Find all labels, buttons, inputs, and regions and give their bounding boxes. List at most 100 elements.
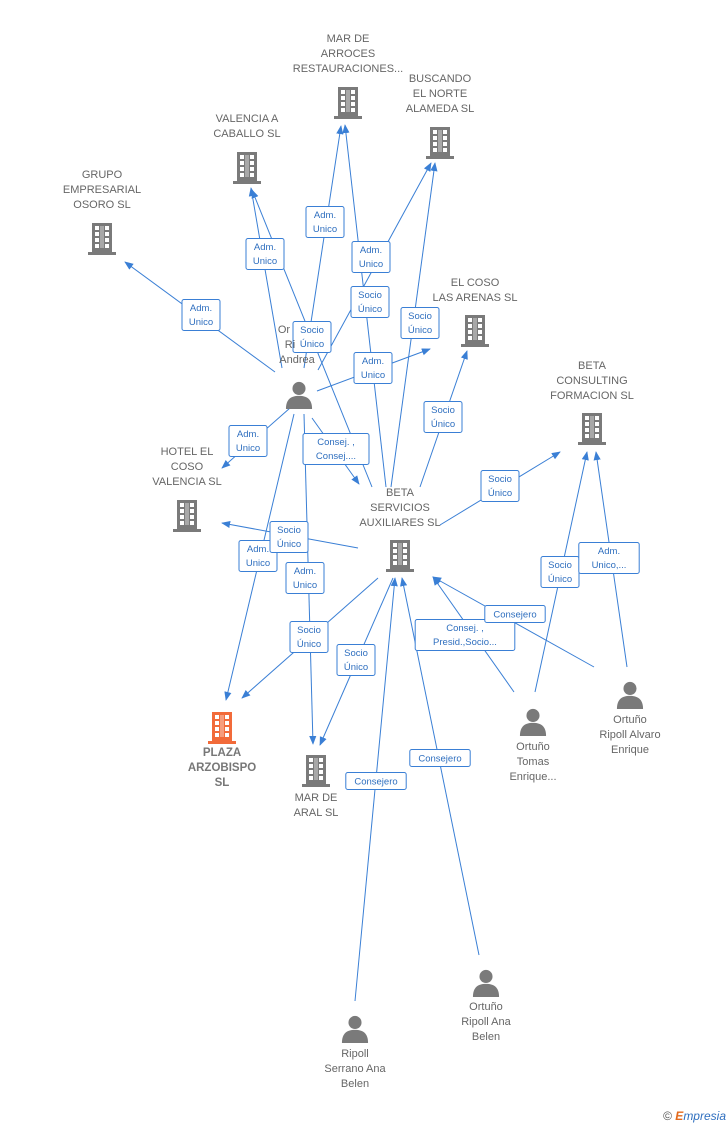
- node-label: ARAL SL: [294, 807, 339, 819]
- node-label: HOTEL EL: [161, 446, 214, 458]
- relation-label-text: Socio: [300, 325, 324, 336]
- relation-label-text: Consej....: [316, 451, 356, 462]
- relation-label-text: Unico: [236, 443, 260, 454]
- relation-label[interactable]: Consejero: [409, 749, 471, 767]
- relation-label-text: Único: [431, 419, 455, 430]
- node-label: Ripoll: [341, 1048, 369, 1060]
- relation-label-text: Adm.: [314, 210, 336, 221]
- node-label: BUSCANDO: [409, 73, 472, 85]
- relation-label-box: [302, 433, 370, 465]
- relation-label-text: Consej. ,: [446, 623, 484, 634]
- node-label: LAS ARENAS SL: [433, 292, 518, 304]
- relation-label-text: Único: [488, 488, 512, 499]
- company-icon: [578, 413, 606, 445]
- relation-label-box: [228, 425, 268, 457]
- relation-label-box: [423, 401, 463, 433]
- relation-label-text: Adm.: [237, 429, 259, 440]
- relation-label[interactable]: Adm. Unico: [305, 206, 345, 238]
- node-label: Ortuño: [516, 741, 550, 753]
- company-icon: [334, 87, 362, 119]
- relation-label-box: [578, 542, 640, 574]
- company-icon: [461, 315, 489, 347]
- relation-label-text: Único: [358, 304, 382, 315]
- relation-label-text: Consej. ,: [317, 437, 355, 448]
- relation-label[interactable]: Adm. Unico: [351, 241, 391, 273]
- node-label: RESTAURACIONES...: [293, 63, 403, 75]
- footer-brand[interactable]: © Empresia: [663, 1109, 726, 1123]
- relation-label-box: [181, 299, 221, 331]
- relation-label-box: [414, 619, 516, 651]
- relation-label-box: [409, 749, 471, 767]
- relation-label-box: [351, 241, 391, 273]
- relation-label[interactable]: Adm.Unico: [181, 299, 221, 331]
- relation-label-text: Unico: [189, 317, 213, 328]
- relation-label-text: Adm.: [294, 566, 316, 577]
- relation-label-text: Adm.: [598, 546, 620, 557]
- node-label: COSO: [171, 461, 204, 473]
- relation-label-text: Presid.,Socio...: [433, 637, 497, 648]
- relation-label-box: [345, 772, 407, 790]
- relation-label-text: Adm.: [362, 356, 384, 367]
- node-label: Belen: [341, 1078, 369, 1090]
- node-label: GRUPO: [82, 169, 123, 181]
- relation-label-text: Socio: [548, 560, 572, 571]
- node-label: SL: [215, 777, 230, 789]
- node-label: ARROCES: [321, 48, 375, 60]
- node-label: CONSULTING: [556, 375, 627, 387]
- relation-label[interactable]: Adm.Unico: [245, 238, 285, 270]
- node-label: Ortuño: [613, 714, 647, 726]
- relation-label[interactable]: Adm. Unico: [228, 425, 268, 457]
- relation-label[interactable]: Consej. , Presid.,Socio...: [414, 619, 516, 651]
- node-label: CABALLO SL: [213, 128, 280, 140]
- node-label: EMPRESARIAL: [63, 184, 141, 196]
- company-icon: [302, 755, 330, 787]
- relation-label-text: Unico: [313, 224, 337, 235]
- node-label: EL NORTE: [413, 88, 467, 100]
- node-label: Or: [278, 324, 291, 336]
- relation-label-text: Único: [344, 662, 368, 673]
- relation-label[interactable]: Adm. Unico,...: [578, 542, 640, 574]
- node-tomas[interactable]: OrtuñoTomasEnrique...: [509, 708, 557, 783]
- relation-label-text: Unico,...: [592, 560, 627, 571]
- node-label: Ripoll Ana: [461, 1016, 511, 1028]
- relation-label-text: Consejero: [493, 610, 536, 621]
- person-icon: [285, 381, 313, 409]
- relation-label-box: [292, 321, 332, 353]
- relation-label-box: [238, 540, 278, 572]
- company-icon: [426, 127, 454, 159]
- relation-label[interactable]: Adm.Unico: [238, 540, 278, 572]
- relation-label[interactable]: Adm.Unico: [353, 352, 393, 384]
- node-label: Serrano Ana: [324, 1063, 386, 1075]
- relation-label[interactable]: Consejero: [345, 772, 407, 790]
- node-mar-arroces[interactable]: MAR DEARROCESRESTAURACIONES...: [293, 33, 403, 119]
- relation-label-box: [484, 605, 546, 623]
- relation-label-box: [400, 307, 440, 339]
- relation-label[interactable]: Consej. , Consej....: [302, 433, 370, 465]
- relation-label[interactable]: Consejero: [484, 605, 546, 623]
- relation-label-text: Adm.: [360, 245, 382, 256]
- relation-label[interactable]: Adm.Unico: [285, 562, 325, 594]
- relation-label-text: Unico: [359, 259, 383, 270]
